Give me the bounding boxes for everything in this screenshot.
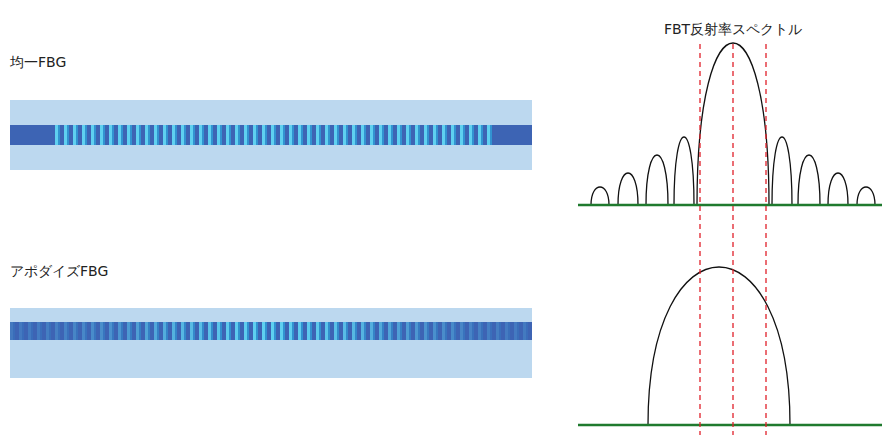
fiber-uniform: [10, 100, 532, 170]
core: [10, 125, 532, 145]
spectrum-uniform: [578, 43, 882, 205]
fiber-label: 均一FBG: [10, 54, 66, 71]
spectrum-apodized: [578, 267, 882, 425]
marker-lines: [700, 44, 766, 435]
grating: [55, 125, 492, 145]
chart-title: FBT反射率スペクトル: [664, 21, 802, 38]
core: [10, 322, 532, 340]
fiber-label: アポダイズFBG: [10, 263, 108, 280]
fiber-apodized: [10, 308, 532, 378]
cladding: [10, 308, 532, 378]
cladding: [10, 100, 532, 170]
grating: [10, 322, 528, 340]
